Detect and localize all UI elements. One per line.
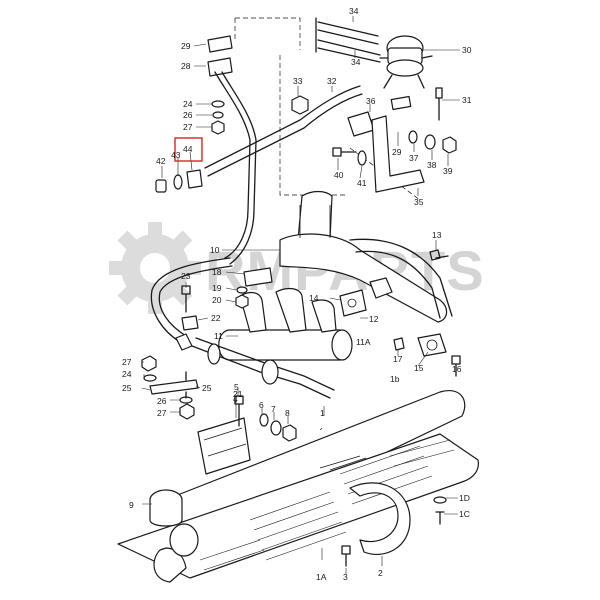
callout-18: 18	[212, 267, 222, 277]
callout-44: 44	[183, 144, 193, 154]
callout-labels: 34 34 30 29 28 33 32 36 31 24 26 27 44 4…	[122, 6, 472, 582]
callout-11A: 11A	[356, 337, 371, 347]
valve-part	[379, 35, 433, 89]
exchanger-assembly	[150, 190, 461, 399]
callout-1A: 1A	[316, 572, 327, 582]
callout-24b: 24	[122, 369, 132, 379]
callout-22: 22	[211, 313, 221, 323]
highlight-box	[174, 137, 203, 162]
leader-lines	[141, 16, 460, 574]
callout-3: 3	[343, 572, 348, 582]
callout-31: 31	[462, 95, 472, 105]
callout-27c: 27	[157, 408, 167, 418]
callout-25b: 25	[202, 383, 212, 393]
gear-icon	[109, 222, 201, 314]
callout-16: 16	[452, 364, 462, 374]
callout-40: 40	[334, 170, 344, 180]
callout-43: 43	[171, 150, 181, 160]
callout-21: 21	[233, 389, 243, 399]
callout-7: 7	[271, 404, 276, 414]
callout-42: 42	[156, 156, 166, 166]
callout-9: 9	[129, 500, 134, 510]
callout-30: 30	[462, 45, 472, 55]
bracket-assembly	[141, 355, 297, 475]
callout-39: 39	[443, 166, 453, 176]
callout-11: 11	[214, 331, 223, 341]
silencer-assembly	[117, 390, 479, 583]
callout-29b: 29	[392, 147, 402, 157]
callout-19: 19	[212, 283, 222, 293]
callout-1b: 1b	[390, 374, 400, 384]
callout-34a: 34	[349, 6, 359, 16]
callout-25a: 25	[122, 383, 132, 393]
callout-2: 2	[378, 568, 383, 578]
callout-13: 13	[432, 230, 442, 240]
callout-33: 33	[293, 76, 303, 86]
callout-26b: 26	[157, 396, 167, 406]
callout-24a: 24	[183, 99, 193, 109]
callout-15: 15	[414, 363, 424, 373]
callout-27a: 27	[183, 122, 193, 132]
callout-26a: 26	[183, 110, 193, 120]
callout-27b: 27	[122, 357, 132, 367]
callout-12: 12	[369, 314, 379, 324]
callout-1C: 1C	[459, 509, 470, 519]
callout-5: 5	[234, 382, 239, 392]
upper-assembly	[155, 17, 457, 265]
callout-8: 8	[285, 408, 290, 418]
callout-23: 23	[181, 271, 191, 281]
callout-1D: 1D	[459, 493, 470, 503]
callout-28: 28	[181, 61, 191, 71]
callout-14: 14	[309, 293, 319, 303]
callout-6: 6	[259, 400, 264, 410]
callout-17: 17	[393, 354, 403, 364]
callout-36: 36	[366, 96, 376, 106]
callout-20: 20	[212, 295, 222, 305]
callout-32: 32	[327, 76, 337, 86]
callout-10: 10	[210, 245, 220, 255]
callout-38: 38	[427, 160, 437, 170]
callout-4: 4	[233, 394, 238, 404]
callout-29: 29	[181, 41, 191, 51]
callout-41: 41	[357, 178, 367, 188]
callout-34b: 34	[351, 57, 361, 67]
callout-37: 37	[409, 153, 419, 163]
callout-1: 1	[320, 408, 325, 418]
callout-35: 35	[414, 197, 424, 207]
